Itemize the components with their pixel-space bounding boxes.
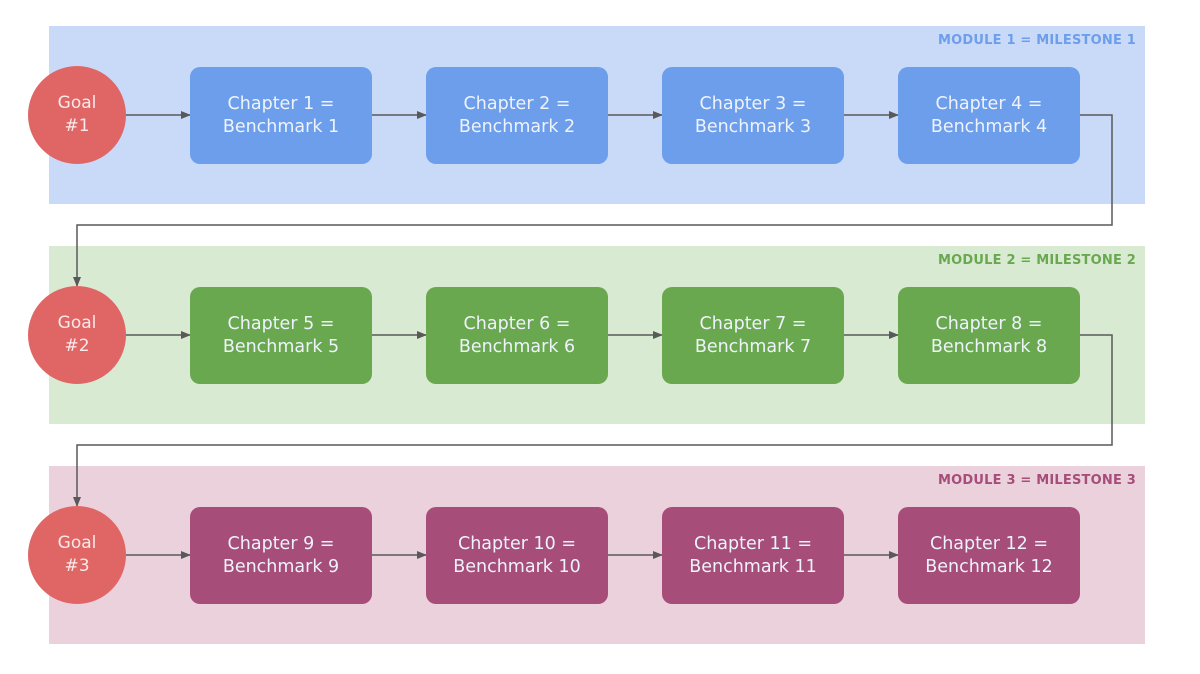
chapter-12-label: Chapter 12 = — [929, 533, 1049, 554]
chapter-3-label: Chapter 3 = — [699, 93, 807, 114]
chapter-10-box[interactable]: Chapter 10 = Benchmark 10 — [426, 507, 608, 604]
goal-2[interactable]: Goal #2 — [28, 286, 126, 384]
benchmark-4-label: Benchmark 4 — [930, 116, 1048, 137]
chapter-1-box[interactable]: Chapter 1 = Benchmark 1 — [190, 67, 372, 164]
goal-2-label: Goal — [57, 313, 97, 333]
chapter-8-box[interactable]: Chapter 8 = Benchmark 8 — [898, 287, 1080, 384]
chapter-8-label: Chapter 8 = — [935, 313, 1043, 334]
benchmark-12-label: Benchmark 12 — [925, 556, 1053, 577]
benchmark-3-label: Benchmark 3 — [694, 116, 812, 137]
benchmark-7-label: Benchmark 7 — [694, 336, 812, 357]
chapter-6-box[interactable]: Chapter 6 = Benchmark 6 — [426, 287, 608, 384]
benchmark-5-label: Benchmark 5 — [222, 336, 340, 357]
chapter-12-box[interactable]: Chapter 12 = Benchmark 12 — [898, 507, 1080, 604]
benchmark-2-label: Benchmark 2 — [458, 116, 576, 137]
module-3-title: MODULE 3 = MILESTONE 3 — [938, 473, 1136, 488]
goal-2-number: #2 — [64, 336, 90, 356]
chapter-3-box[interactable]: Chapter 3 = Benchmark 3 — [662, 67, 844, 164]
chapter-4-box[interactable]: Chapter 4 = Benchmark 4 — [898, 67, 1080, 164]
chapter-5-label: Chapter 5 = — [227, 313, 335, 334]
chapter-2-label: Chapter 2 = — [463, 93, 571, 114]
chapter-1-label: Chapter 1 = — [227, 93, 335, 114]
benchmark-9-label: Benchmark 9 — [222, 556, 340, 577]
goal-1-label: Goal — [57, 93, 97, 113]
chapter-11-label: Chapter 11 = — [693, 533, 813, 554]
chapter-5-box[interactable]: Chapter 5 = Benchmark 5 — [190, 287, 372, 384]
benchmark-10-label: Benchmark 10 — [453, 556, 581, 577]
goal-3[interactable]: Goal #3 — [28, 506, 126, 604]
chapter-4-label: Chapter 4 = — [935, 93, 1043, 114]
chapter-6-label: Chapter 6 = — [463, 313, 571, 334]
chapter-9-label: Chapter 9 = — [227, 533, 335, 554]
goal-1-number: #1 — [64, 116, 90, 136]
chapter-11-box[interactable]: Chapter 11 = Benchmark 11 — [662, 507, 844, 604]
chapter-9-box[interactable]: Chapter 9 = Benchmark 9 — [190, 507, 372, 604]
module-1-title: MODULE 1 = MILESTONE 1 — [938, 33, 1136, 48]
goal-3-label: Goal — [57, 533, 97, 553]
goal-3-number: #3 — [64, 556, 90, 576]
benchmark-11-label: Benchmark 11 — [689, 556, 817, 577]
benchmark-8-label: Benchmark 8 — [930, 336, 1048, 357]
chapter-7-box[interactable]: Chapter 7 = Benchmark 7 — [662, 287, 844, 384]
module-2-title: MODULE 2 = MILESTONE 2 — [938, 253, 1136, 268]
benchmark-1-label: Benchmark 1 — [222, 116, 340, 137]
chapter-10-label: Chapter 10 = — [457, 533, 577, 554]
chapter-2-box[interactable]: Chapter 2 = Benchmark 2 — [426, 67, 608, 164]
chapter-7-label: Chapter 7 = — [699, 313, 807, 334]
goal-1[interactable]: Goal #1 — [28, 66, 126, 164]
benchmark-6-label: Benchmark 6 — [458, 336, 576, 357]
